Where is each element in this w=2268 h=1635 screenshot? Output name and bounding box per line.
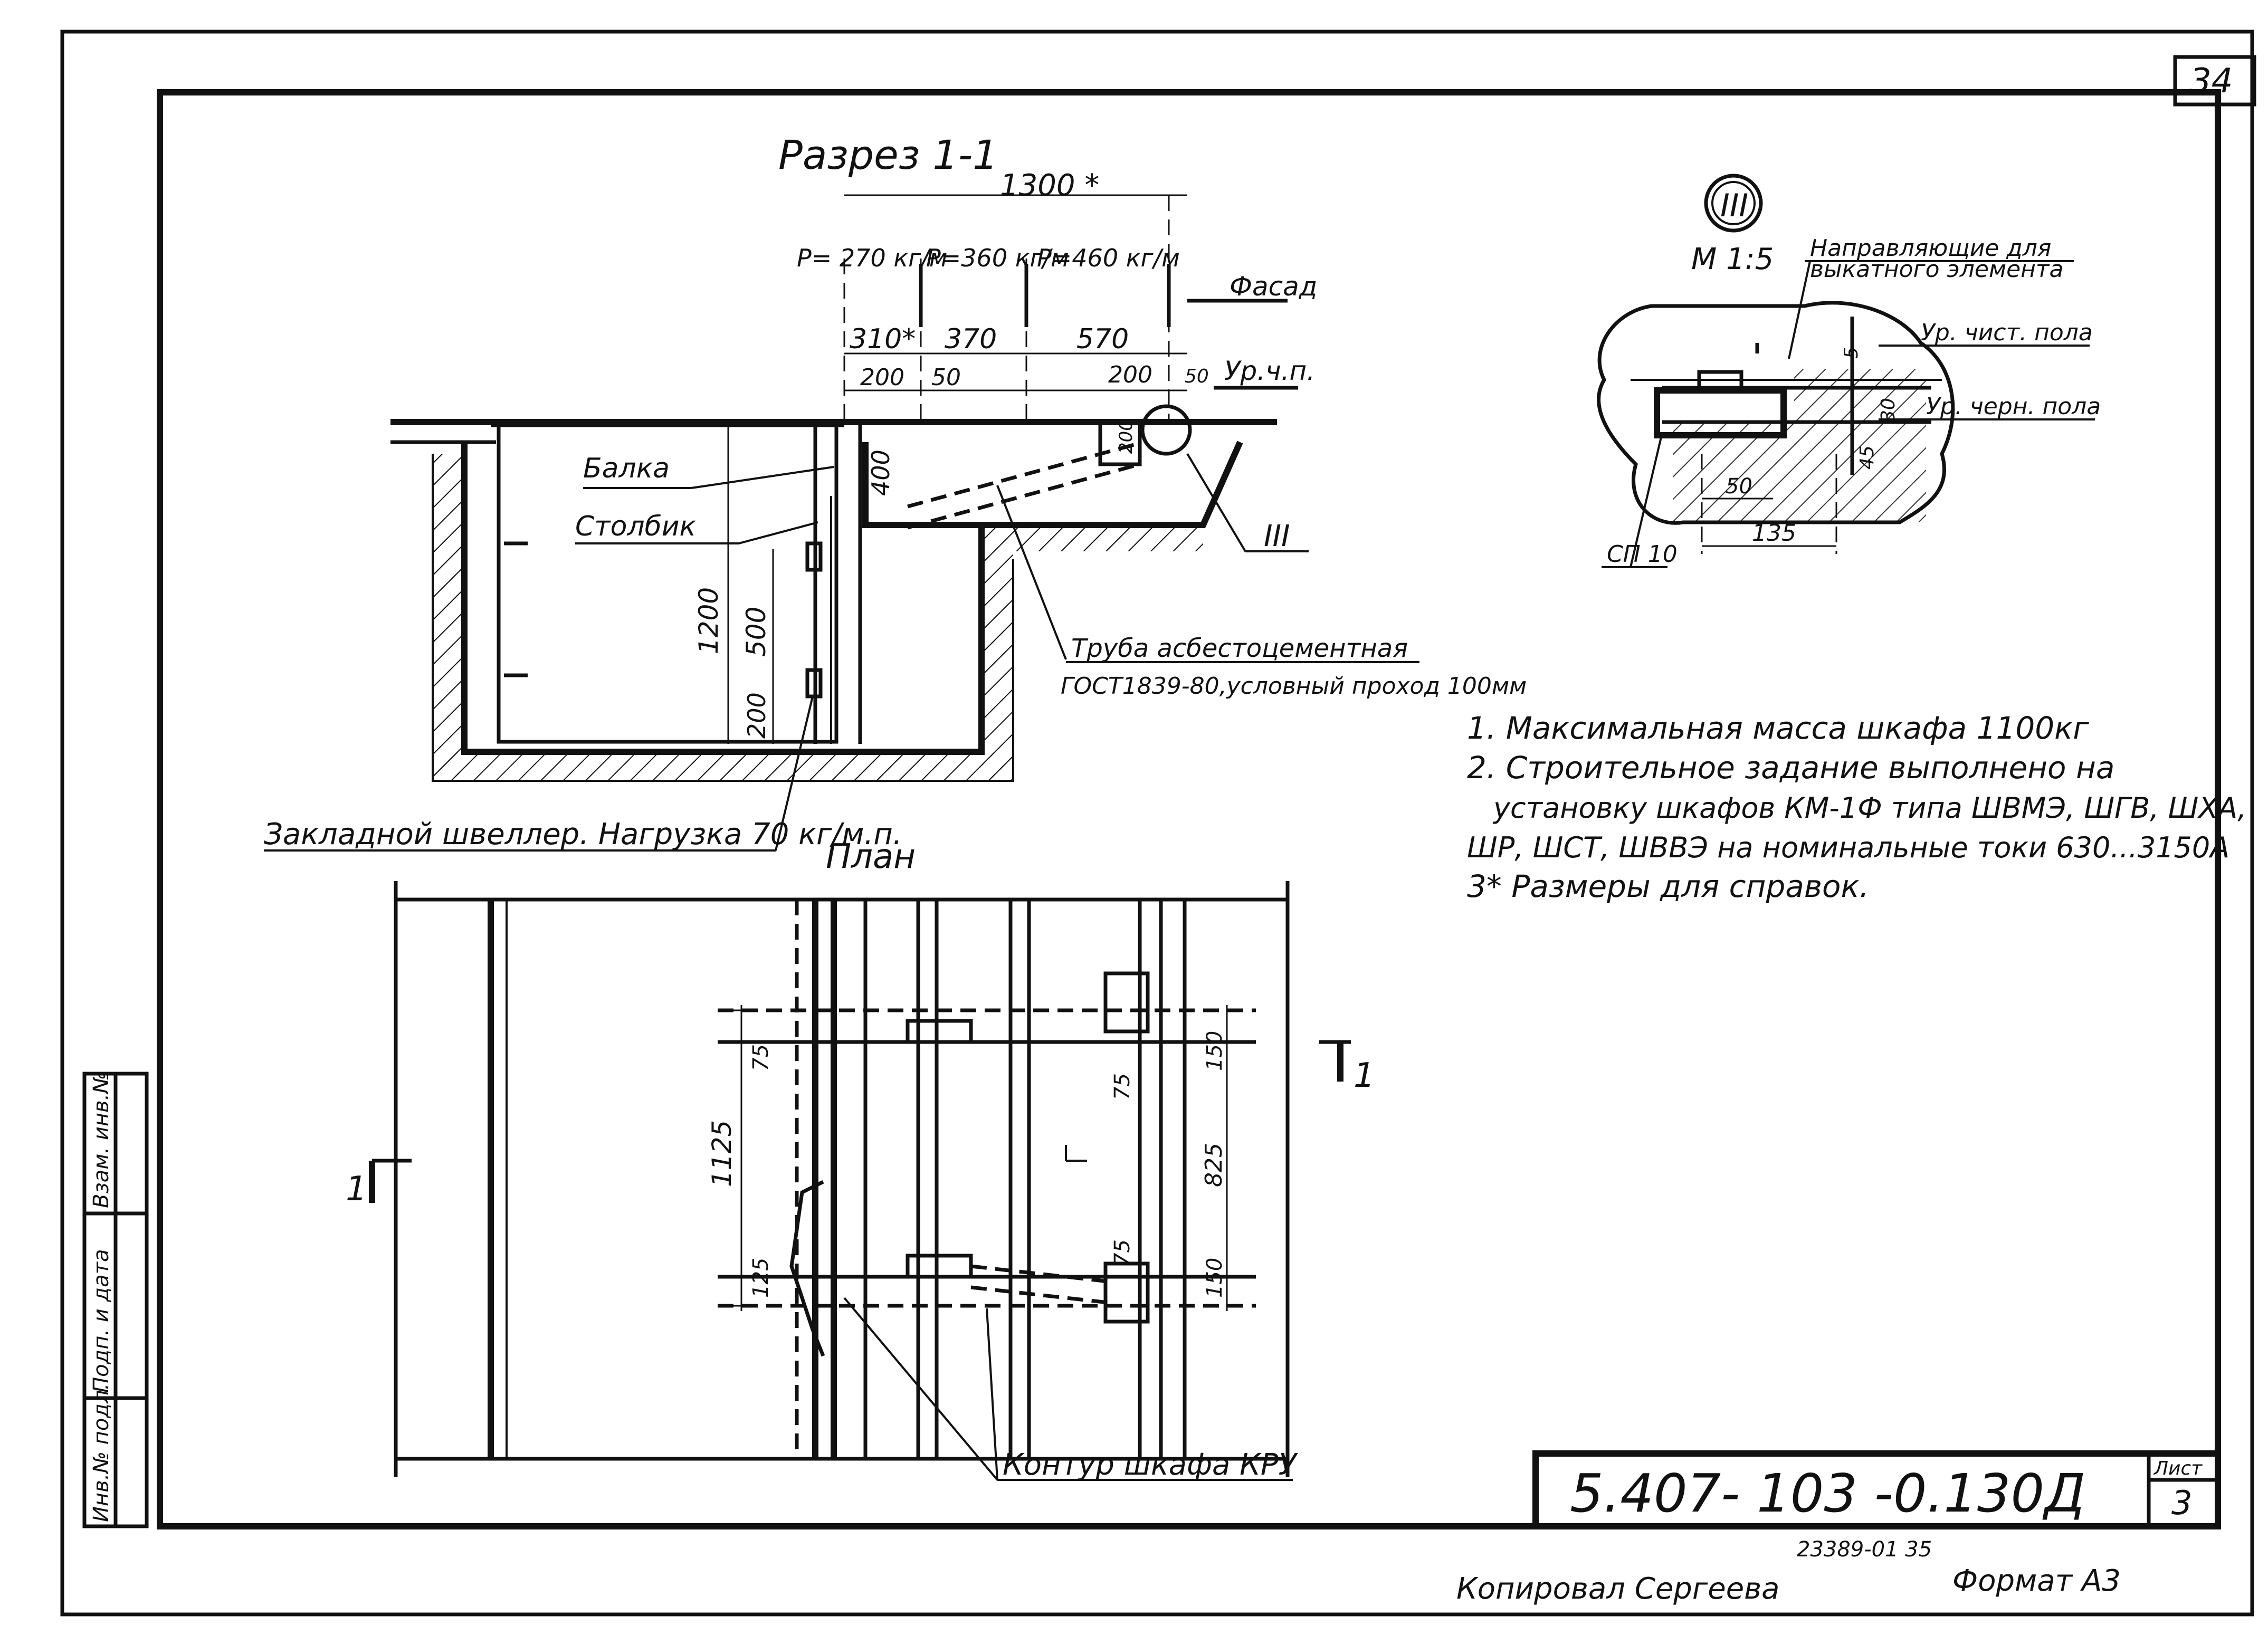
side-stamp: Инв.№ подл. Подп. и дата Взам. инв.№ <box>89 1072 113 1522</box>
pipe-label-1: Труба асбестоцементная <box>1071 634 1408 663</box>
dim-50-b: 50 <box>1185 366 1209 387</box>
detail-dim-5: 5 <box>1841 347 1862 359</box>
pipe-label-2: ГОСТ1839-80,условный проход 100мм <box>1061 673 1527 700</box>
post-label: Столбик <box>575 511 697 542</box>
beam-label: Балка <box>583 453 670 484</box>
archive-number: 23389-01 35 <box>1797 1537 1932 1562</box>
cut-label-left: 1 <box>346 1170 367 1209</box>
plan-dim-75a: 75 <box>749 1044 773 1071</box>
floor-level: Ур.ч.п. <box>1224 356 1315 386</box>
sheet-code: 5.407- 103 -0.130Д <box>1570 1462 2085 1524</box>
detail-dim-30: 30 <box>1878 398 1899 422</box>
plan-dim-150b: 150 <box>1203 1258 1227 1298</box>
dim-1200-v: 1200 <box>693 587 724 654</box>
dim-570: 570 <box>1076 323 1129 355</box>
guides-label-2: выкатного элемента <box>1810 256 2064 283</box>
plan-dim-825: 825 <box>1200 1143 1227 1187</box>
load-1: P= 270 кг/м <box>797 244 947 272</box>
load-3: P=460 кг/м <box>1037 244 1180 272</box>
page-number: 34 <box>2190 62 2233 101</box>
plan-dim-125: 125 <box>749 1258 773 1298</box>
detail-dim-50: 50 <box>1726 474 1752 499</box>
load-2: P=360 кг/м <box>926 244 1069 272</box>
dim-400-v: 400 <box>866 450 895 496</box>
stamp-inv-no: Инв.№ подл. <box>89 1383 113 1522</box>
dim-200b-v: 200 <box>742 692 771 739</box>
notes: 1. Максимальная масса шкафа 1100кг 2. Ст… <box>1467 710 2246 904</box>
plan-dim-1125: 1125 <box>707 1120 737 1187</box>
sheet-label: Лист <box>2153 1458 2203 1479</box>
dim-200-v: 200 <box>1116 419 1137 454</box>
stamp-replace-inv: Взам. инв.№ <box>89 1072 113 1208</box>
plan-dim-75c: 75 <box>1110 1239 1135 1266</box>
plan-view: План 75 <box>346 837 1375 1482</box>
sheet-format: Формат А3 <box>1952 1564 2121 1598</box>
note-1: 1. Максимальная масса шкафа 1100кг <box>1467 710 2089 746</box>
note-2: 2. Строительное задание выполнено на <box>1467 750 2114 786</box>
dim-200-b: 200 <box>1108 361 1152 388</box>
detail-ref: III <box>1720 187 1748 224</box>
dim-200-a: 200 <box>860 364 904 391</box>
sheet-frame <box>60 30 2256 1617</box>
note-2c: ШР, ШСТ, ШВВЭ на номинальные токи 630...… <box>1467 831 2229 864</box>
note-2b: установку шкафов КМ-1Ф типа ШВМЭ, ШГВ, Ш… <box>1492 791 2246 825</box>
note-3: 3* Размеры для справок. <box>1467 868 1869 904</box>
sheet-number: 3 <box>2171 1484 2192 1522</box>
cut-label-right: 1 <box>1354 1056 1375 1095</box>
section-view: Разрез 1-1 <box>264 131 1527 852</box>
detail-ref-section: III <box>1264 519 1290 553</box>
detail-dim-45: 45 <box>1856 445 1878 470</box>
clean-floor: Ур. чист. пола <box>1921 319 2093 346</box>
detail-view: III М 1:5 Направляющие для выкатного эле… <box>1597 174 2101 568</box>
dim-370: 370 <box>945 323 997 355</box>
guides-label-1: Направляющие для <box>1810 235 2051 262</box>
copied-by: Копировал Сергеева <box>1456 1572 1780 1606</box>
section-title: Разрез 1-1 <box>778 131 998 178</box>
plan-dim-150a: 150 <box>1203 1031 1227 1071</box>
rough-floor: Ур. черн. пола <box>1926 393 2101 420</box>
overall-dim: 1300 * <box>1000 168 1099 203</box>
dim-310: 310* <box>850 323 916 355</box>
plan-title: План <box>826 837 916 876</box>
channel-label: Закладной швеллер. Нагрузка 70 кг/м.п. <box>264 817 902 852</box>
channel-cn10: СП 10 <box>1607 541 1678 568</box>
detail-dim-135: 135 <box>1752 520 1796 547</box>
stamp-sign-date: Подп. и дата <box>89 1249 113 1393</box>
contour-label: Контур шкафа КРУ <box>1003 1448 1299 1482</box>
dim-500-v: 500 <box>741 607 771 657</box>
dim-50-a: 50 <box>931 364 961 391</box>
plan-dim-75b: 75 <box>1110 1073 1135 1100</box>
facade-label: Фасад <box>1230 271 1317 302</box>
detail-scale: М 1:5 <box>1691 242 1774 276</box>
